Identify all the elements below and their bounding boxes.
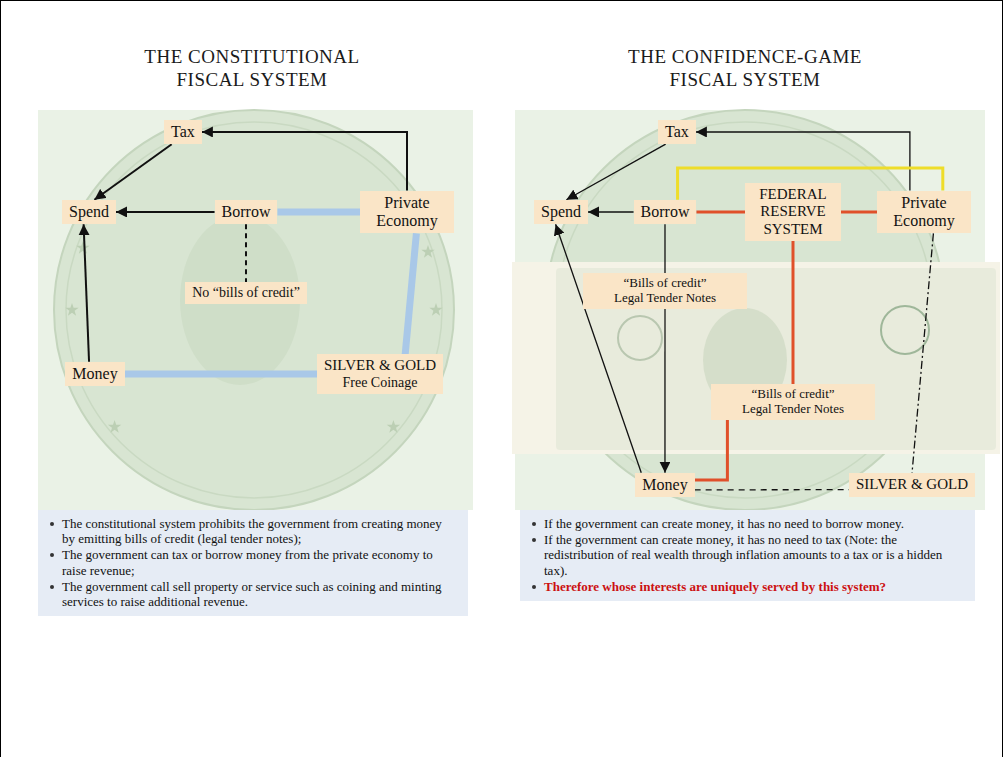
panel-heading: THE CONFIDENCE-GAME FISCAL SYSTEM — [610, 46, 880, 92]
process-box: Private Economy — [877, 191, 971, 234]
connector — [695, 489, 849, 491]
dollar-bill-face — [556, 268, 996, 450]
node-text: Tax — [665, 123, 689, 141]
connector — [116, 211, 215, 213]
bullet-text: If the government can create money, it h… — [528, 532, 965, 578]
process-box: No “bills of credit” — [185, 282, 307, 304]
node-text: Money — [642, 476, 687, 494]
node-text: Money — [72, 365, 117, 383]
bullet-dot — [50, 522, 54, 526]
process-box: Borrow — [215, 200, 278, 224]
coin-star — [429, 303, 442, 316]
coin-star — [421, 245, 434, 258]
connector — [94, 144, 171, 200]
process-box: “Bills of credit” Legal Tender Notes — [711, 384, 875, 420]
connector — [696, 210, 745, 213]
connector — [696, 132, 910, 191]
process-box: Money — [65, 362, 124, 386]
panel-ground — [515, 110, 985, 510]
node-text: “Bills of credit” Legal Tender Notes — [590, 276, 740, 306]
note-box: The constitutional system prohibits the … — [38, 510, 468, 616]
node-text: Borrow — [222, 203, 271, 221]
connector — [84, 224, 89, 362]
coin-star — [65, 303, 78, 316]
panel-ground — [38, 110, 473, 510]
node-text: Private Economy — [884, 194, 964, 231]
node-text: Tax — [171, 123, 195, 141]
process-box: Money — [635, 473, 694, 497]
dollar-seal — [881, 306, 929, 354]
bullet-dot — [50, 553, 54, 557]
connector — [664, 224, 665, 273]
coin-illustration — [545, 110, 945, 510]
connector — [125, 370, 317, 377]
node-text: Spend — [541, 203, 581, 221]
process-box: Spend — [62, 200, 116, 224]
bullet-text: The constitutional system prohibits the … — [46, 516, 458, 546]
coin-illustration — [54, 110, 454, 510]
node-text: FEDERAL RESERVE SYSTEM — [752, 186, 834, 238]
node-text: Private Economy — [367, 194, 447, 231]
node-text: Borrow — [641, 203, 690, 221]
coin-star — [76, 241, 89, 254]
process-box: Private Economy — [360, 191, 454, 234]
node-text: Free Coinage — [324, 375, 436, 391]
node-text: SILVER & GOLD — [856, 476, 968, 493]
coin-rim — [66, 122, 442, 498]
dollar-bill — [512, 262, 1000, 454]
panel-heading: THE CONSTITUTIONAL FISCAL SYSTEM — [117, 46, 387, 92]
bullet-dot — [532, 522, 536, 526]
bullet-dot — [532, 538, 536, 542]
process-box: Tax — [164, 120, 202, 144]
process-box: Spend — [534, 200, 588, 224]
connector — [556, 224, 642, 473]
connector — [245, 224, 247, 282]
connector — [695, 420, 728, 480]
process-box: FEDERAL RESERVE SYSTEM — [745, 183, 841, 241]
connector — [912, 233, 933, 473]
dollar-seal — [618, 316, 662, 360]
note-box: If the government can create money, it h… — [520, 510, 975, 601]
node-text: No “bills of credit” — [192, 285, 300, 301]
process-box: SILVER & GOLD — [849, 473, 975, 496]
node-text: “Bills of credit” Legal Tender Notes — [718, 387, 868, 417]
connector — [588, 211, 634, 212]
connector — [841, 211, 877, 214]
bullet-text: The government can tax or borrow money f… — [46, 547, 458, 577]
connector — [277, 208, 360, 215]
bullet-text: Therefore whose interests are uniquely s… — [528, 579, 965, 594]
process-box: Borrow — [634, 200, 697, 224]
process-box: “Bills of credit” Legal Tender Notes — [583, 273, 747, 309]
process-box: Tax — [658, 120, 696, 144]
node-text: Spend — [69, 203, 109, 221]
bullet-text: If the government can create money, it h… — [528, 516, 965, 531]
bullet-dot — [50, 585, 54, 589]
process-box: SILVER & GOLDFree Coinage — [317, 354, 443, 393]
bullet-dot — [532, 585, 536, 589]
connector — [566, 144, 665, 200]
connector — [202, 132, 407, 191]
coin-rim — [557, 122, 933, 498]
bullet-text: The government call sell property or ser… — [46, 579, 458, 609]
connector — [792, 241, 795, 384]
node-text: SILVER & GOLD — [324, 357, 436, 374]
connector — [405, 233, 416, 354]
coin-star — [108, 420, 121, 433]
coin-star — [387, 420, 400, 433]
connector — [664, 309, 665, 473]
